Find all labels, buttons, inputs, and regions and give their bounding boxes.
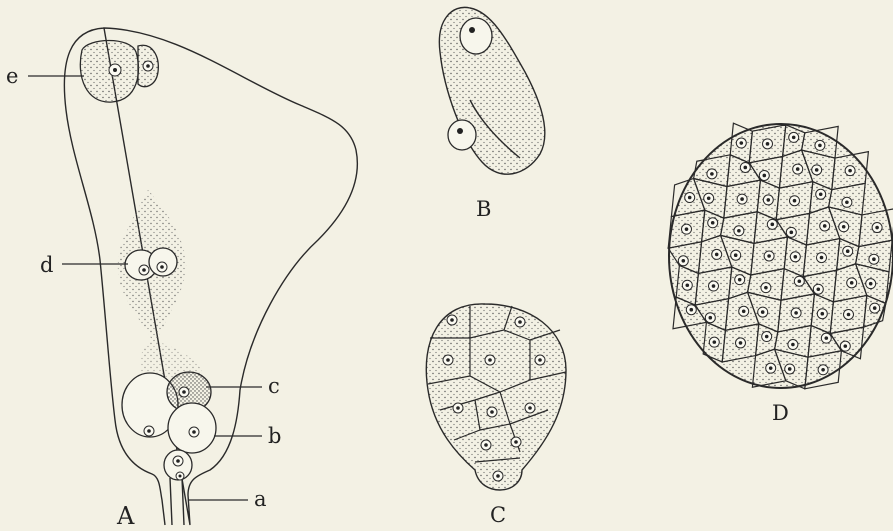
label-e: e [6,64,18,88]
nucleolus [819,193,823,197]
nucleolus [791,343,795,347]
nucleolus [738,278,742,282]
nucleolus [794,255,798,259]
nucleolus [766,142,770,146]
nucleolus [869,282,873,286]
nucleolus [707,197,711,201]
nucleolus [788,367,792,371]
nucleolus [848,169,852,173]
nucleolus [790,231,794,235]
nucleolus [872,257,876,261]
nucleolus [686,283,690,287]
panel-d: D [668,123,893,425]
panel-label-b: B [476,197,491,221]
nucleolus [711,221,715,225]
cell-cluster-bottom [122,372,216,480]
panel-c: C [426,304,566,527]
nucleolus [825,336,829,340]
nucleolus [844,344,848,348]
nucleolus [771,223,775,227]
nucleolus [842,225,846,229]
nucleolus [715,253,719,257]
nucleolus [739,341,743,345]
panel-a: e d c b a A [6,28,357,530]
nucleolus [682,259,686,263]
nucleolus [847,313,851,317]
nucleolus [821,312,825,316]
nucleolus [764,286,768,290]
nucleolus [740,141,744,145]
panel-label-d: D [772,401,789,425]
panel-label-a: A [116,502,135,530]
label-b: b [268,424,281,448]
panel-label-c: C [490,503,506,527]
nucleolus [792,136,796,140]
nucleolus [742,309,746,313]
panel-b: B [439,7,545,221]
nucleolus [875,226,879,230]
nucleolus [685,227,689,231]
nucleolus [763,174,767,178]
nucleolus [765,335,769,339]
nucleolus [821,368,825,372]
stalk [170,478,184,525]
nucleolus [794,311,798,315]
nucleolus [761,310,765,314]
nucleolus [688,196,692,200]
nucleolus [873,306,877,310]
cell-group-e [80,41,158,103]
nucleolus [845,201,849,205]
nucleolus [818,144,822,148]
nucleolus [690,308,694,312]
nucleolus [793,199,797,203]
nucleolus [767,254,771,258]
nucleolus [820,256,824,260]
panel-d-outline [669,124,893,388]
nucleolus [710,172,714,176]
label-d: d [40,253,53,277]
nucleolus [823,224,827,228]
nucleolus [817,287,821,291]
nucleolus [712,284,716,288]
nucleolus [744,166,748,170]
nucleolus [850,281,854,285]
nucleolus [713,340,717,344]
nucleolus [815,168,819,172]
nucleolus [846,249,850,253]
cell-group-d [125,248,177,280]
nucleolus [798,279,802,283]
nucleolus [769,366,773,370]
label-a: a [254,487,267,511]
nucleolus [737,229,741,233]
nucleolus [740,197,744,201]
nucleolus [796,167,800,171]
nucleolus [734,253,738,257]
label-c: c [268,374,280,398]
nucleolus [709,316,713,320]
nucleolus [767,198,771,202]
